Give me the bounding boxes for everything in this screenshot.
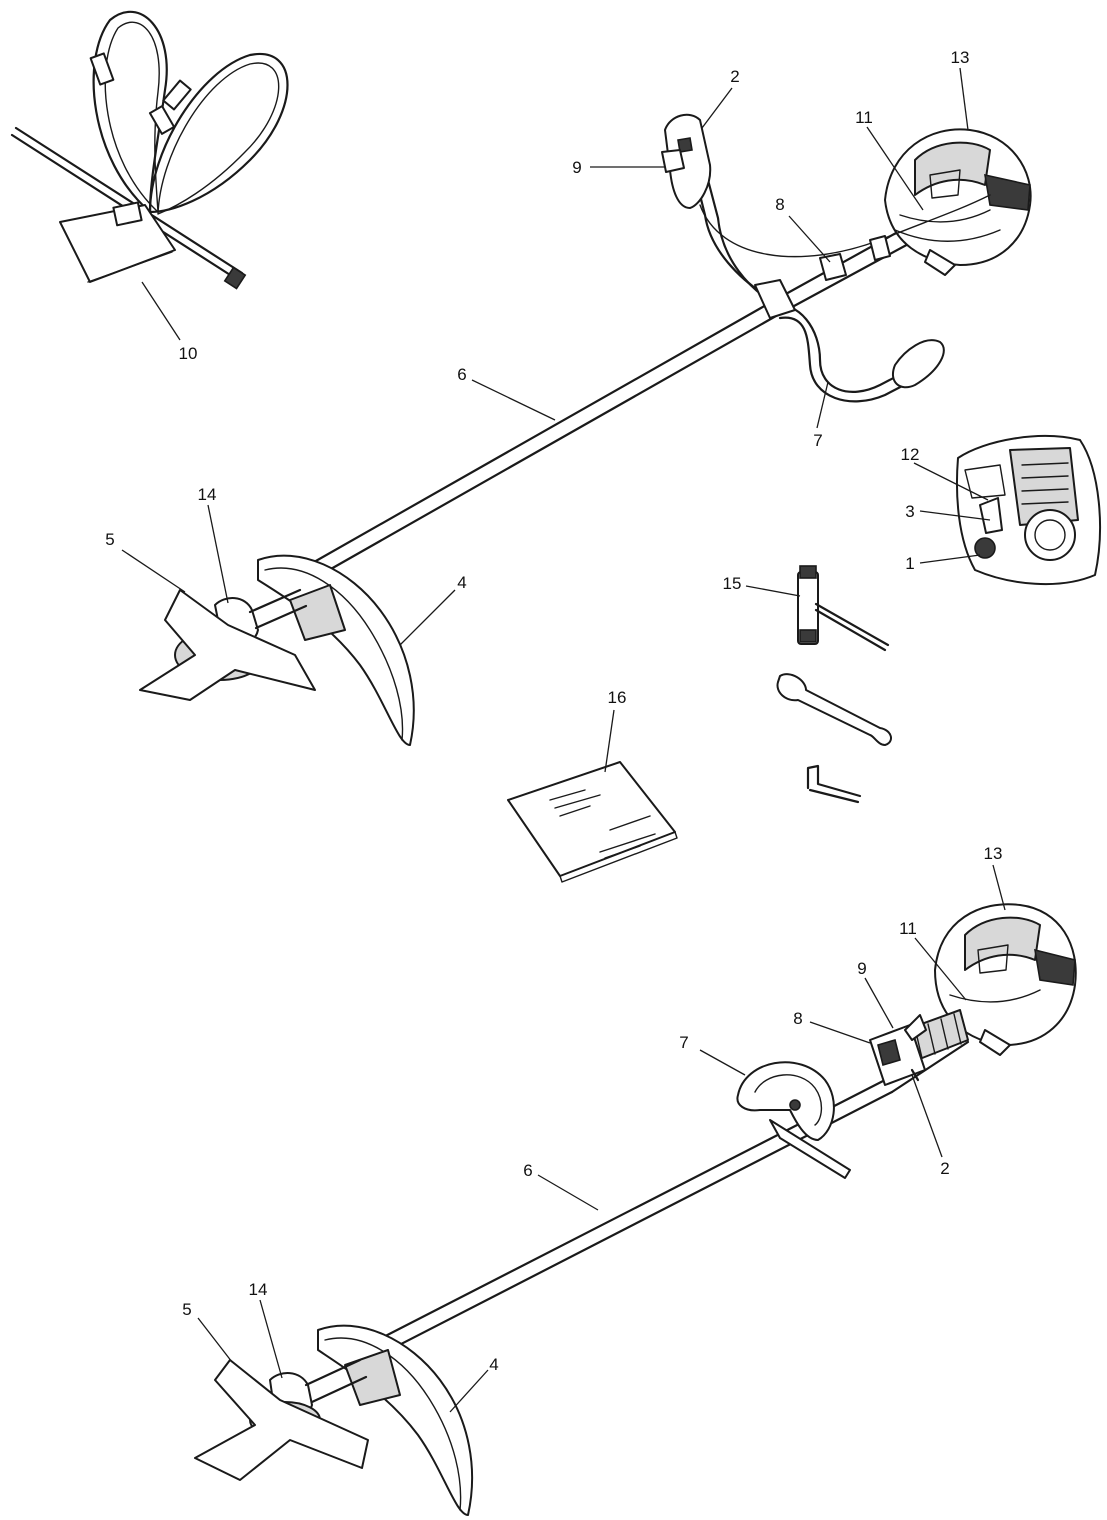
callout-3: 3 (905, 502, 914, 521)
callout-16: 16 (608, 688, 627, 707)
callout-12: 12 (901, 445, 920, 464)
callout-10: 10 (179, 344, 198, 363)
callout-4: 4 (457, 573, 466, 592)
callout-9: 9 (572, 158, 581, 177)
callout-9-bottom: 9 (857, 959, 866, 978)
callout-4-bottom: 4 (489, 1355, 498, 1374)
leader-lines (121, 67, 1006, 1413)
brushcutter-top-illustration (139, 113, 1032, 746)
callout-13-bottom: 13 (984, 844, 1003, 863)
callout-14-bottom: 14 (249, 1280, 268, 1299)
callout-5-bottom: 5 (182, 1300, 191, 1319)
instruction-manual-illustration (507, 761, 678, 883)
spark-plug-wrench-illustration (797, 565, 890, 652)
callout-2: 2 (730, 67, 739, 86)
callout-14: 14 (198, 485, 217, 504)
callout-11: 11 (855, 108, 873, 127)
shoulder-strap-illustration (10, 10, 289, 290)
callout-5: 5 (105, 530, 114, 549)
callout-7: 7 (813, 431, 822, 450)
callout-15: 15 (723, 574, 742, 593)
brushcutter-bottom-illustration (194, 903, 1077, 1516)
callout-13: 13 (951, 48, 970, 67)
callout-6: 6 (457, 365, 466, 384)
callout-labels: 2 9 11 13 8 10 6 7 12 3 1 14 5 4 15 16 1… (105, 48, 1002, 1374)
hex-key-illustration (806, 764, 862, 804)
callout-1: 1 (905, 554, 914, 573)
callout-6-bottom: 6 (523, 1161, 532, 1180)
callout-8-bottom: 8 (793, 1009, 802, 1028)
callout-7-bottom: 7 (679, 1033, 688, 1052)
callout-11-bottom: 11 (899, 919, 917, 938)
callout-8: 8 (775, 195, 784, 214)
callout-2-bottom: 2 (940, 1159, 949, 1178)
spanner-illustration (776, 673, 892, 746)
engine-detail-illustration (956, 435, 1101, 586)
